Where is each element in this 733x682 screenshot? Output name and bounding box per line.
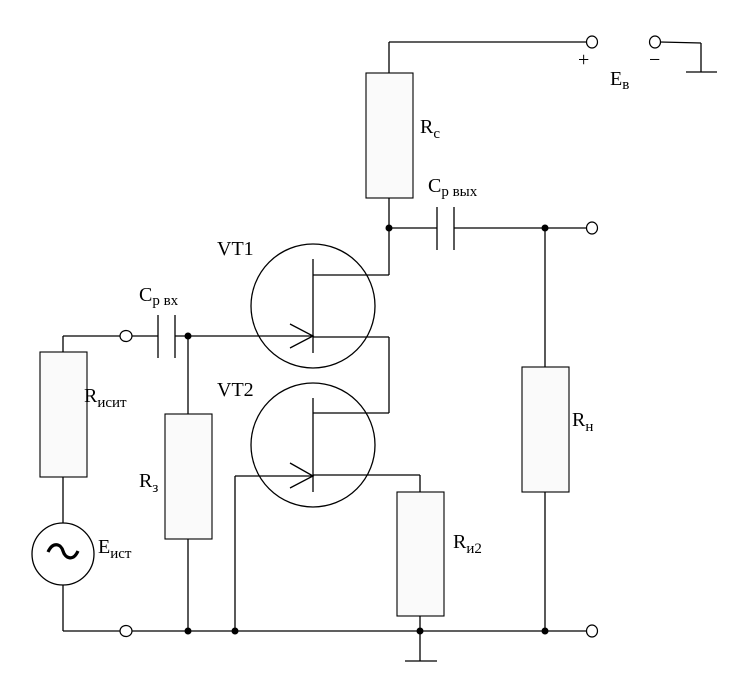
label-rz: Rз bbox=[139, 470, 158, 496]
terminal-supply-plus bbox=[585, 35, 599, 49]
capacitor-cin bbox=[157, 315, 176, 358]
label-vt2: VT2 bbox=[217, 379, 254, 401]
label-esrc: Eист bbox=[98, 536, 132, 562]
label-cout: Cр вых bbox=[428, 175, 478, 200]
resistor-ri2 bbox=[396, 491, 445, 617]
label-ri2: Rи2 bbox=[453, 531, 482, 557]
terminal-input bbox=[119, 329, 133, 343]
capacitor-cout bbox=[436, 207, 455, 250]
ac-source bbox=[31, 522, 95, 586]
wires bbox=[62, 41, 717, 662]
terminal-input-common bbox=[119, 624, 133, 638]
transistor-vt1 bbox=[250, 243, 376, 369]
terminals bbox=[119, 35, 662, 638]
label-rc: Rc bbox=[420, 116, 440, 142]
label-ev: Eв bbox=[610, 68, 629, 93]
label-vt1: VT1 bbox=[217, 238, 254, 260]
resistor-rsrc bbox=[39, 351, 88, 478]
terminal-output bbox=[585, 221, 599, 235]
resistor-rz bbox=[164, 413, 213, 540]
resistor-rn bbox=[521, 366, 570, 493]
terminal-output-common bbox=[585, 624, 599, 638]
sine-wave-icon bbox=[46, 543, 80, 560]
label-supply-minus: − bbox=[649, 49, 660, 71]
terminal-supply-minus bbox=[648, 35, 662, 49]
label-rsrc: Rисит bbox=[84, 385, 127, 411]
transistor-vt2 bbox=[250, 382, 376, 508]
label-supply-plus: + bbox=[578, 49, 589, 71]
resistor-rc bbox=[365, 72, 414, 199]
junction-dots bbox=[184, 224, 549, 635]
label-cin: Cр вх bbox=[139, 284, 179, 309]
label-rn: Rн bbox=[572, 409, 593, 435]
